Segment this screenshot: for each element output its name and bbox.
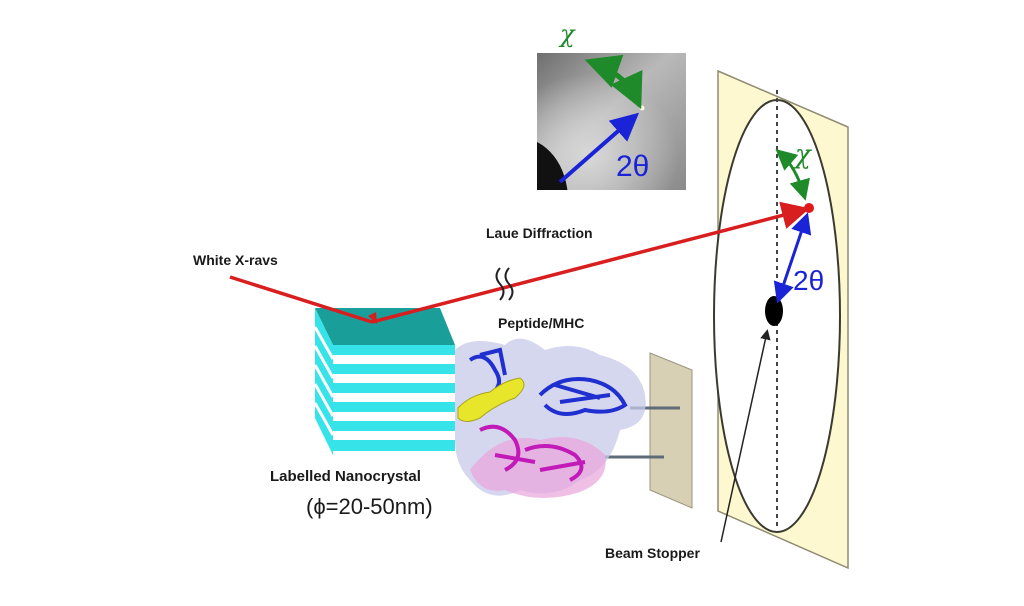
mhc-light-chain-ribbon — [479, 424, 586, 482]
white-xrays-label: White X-ravs — [193, 252, 278, 268]
distance-break-icon — [495, 267, 514, 301]
crystal-layer — [333, 402, 455, 412]
inset-two-theta-label: 2θ — [616, 150, 649, 183]
membrane-panel — [649, 352, 693, 509]
crystal-layer — [333, 421, 455, 431]
inset-chi-arrow — [584, 54, 643, 110]
xray-beam — [229, 201, 810, 324]
detector-chi-label: χ — [793, 140, 813, 170]
inset-beam-stop-shadow — [537, 142, 568, 190]
crystal-layer — [333, 440, 455, 451]
inset-chi-label: χ — [558, 20, 576, 48]
crystal-top-face — [315, 308, 455, 345]
diffracted-beam — [371, 201, 810, 324]
incident-beam — [229, 275, 373, 324]
peptide-mhc-label: Peptide/MHC — [498, 315, 584, 331]
nanocrystal-size-label: (ϕ=20-50nm) — [306, 494, 433, 519]
labelled-nanocrystal — [313, 308, 455, 455]
beam-stopper — [765, 296, 783, 326]
crystal-layers — [333, 345, 455, 451]
crystal-layer — [333, 345, 455, 355]
detector-diffraction-spot — [804, 203, 814, 213]
peptide-mhc-protein — [455, 338, 646, 499]
peptide — [457, 377, 525, 422]
detector-two-theta-label: 2θ — [793, 265, 824, 296]
crystal-spacer — [333, 393, 455, 402]
laue-diffraction-label: Laue Diffraction — [486, 225, 593, 241]
crystal-spacer — [333, 412, 455, 421]
crystal-layer — [333, 364, 455, 374]
crystal-spacer — [333, 431, 455, 440]
detector-two-theta-arrow — [773, 212, 812, 304]
labelled-nanocrystal-label: Labelled Nanocrystal — [270, 468, 421, 485]
detector-plane: χ 2θ — [713, 69, 849, 570]
inset-diffraction-spot — [639, 105, 645, 111]
mhc-heavy-chain-ribbon — [468, 347, 628, 416]
crystal-layer — [333, 383, 455, 393]
membrane-plate — [605, 352, 693, 509]
inset-diffraction-image: χ 2θ — [537, 20, 686, 190]
detector-chi-arrow — [775, 149, 810, 201]
crystal-spacer — [333, 374, 455, 383]
inset-two-theta-arrow — [558, 112, 640, 184]
crystal-spacer — [333, 355, 455, 364]
beam-stopper-label: Beam Stopper — [605, 545, 700, 561]
beam-stopper-pointer — [720, 329, 771, 543]
crystal-side-stripes — [313, 326, 335, 436]
